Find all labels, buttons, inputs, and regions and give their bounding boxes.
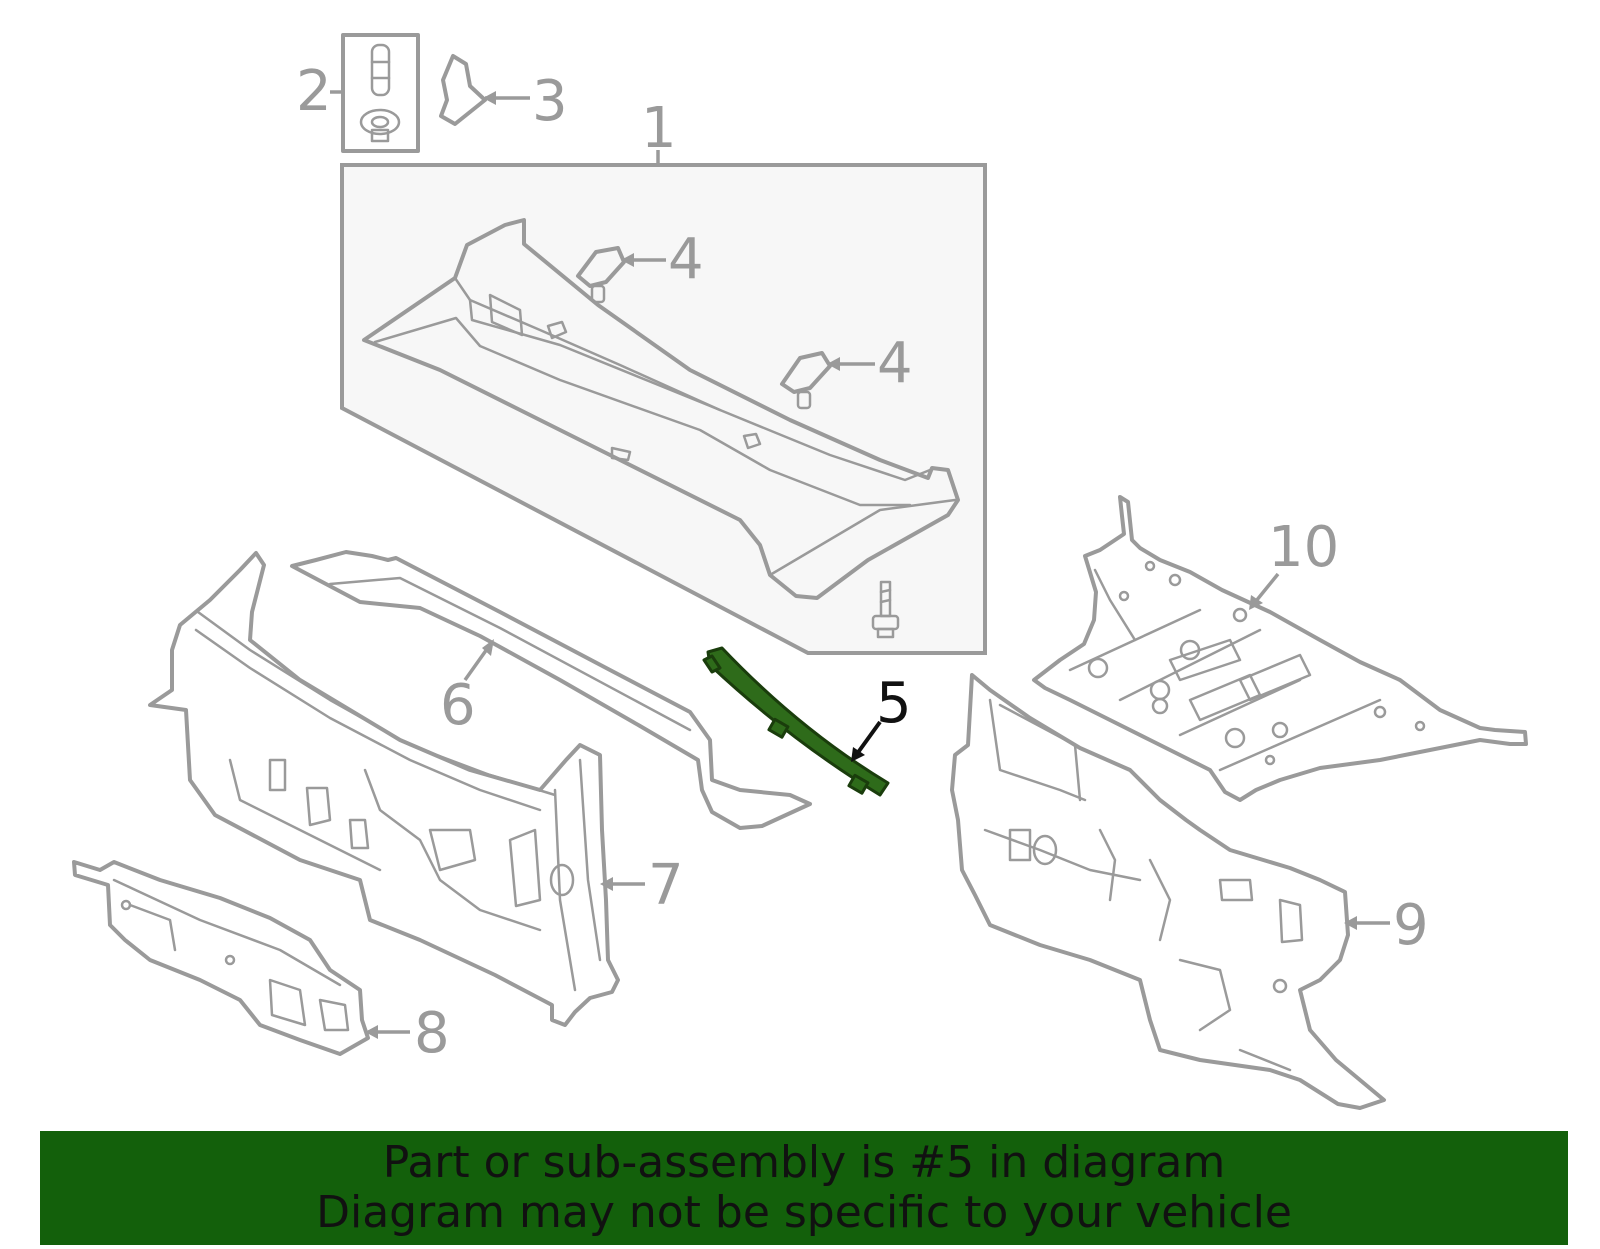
part-4-clip-upper[interactable] — [576, 246, 626, 304]
banner-line-1: Part or sub-assembly is #5 in diagram — [382, 1137, 1226, 1188]
banner-line-2: Diagram may not be specific to your vehi… — [316, 1187, 1292, 1238]
part-2-clip[interactable] — [341, 33, 420, 153]
callout-1: 1 — [641, 96, 677, 161]
part-4-clip-lower[interactable] — [780, 351, 832, 410]
assembly-box-1 — [340, 163, 987, 655]
part-8-insulator[interactable] — [72, 860, 370, 1056]
callout-6: 6 — [440, 673, 476, 738]
part-9-dash-silencer[interactable] — [950, 673, 1386, 1110]
part-5-brace[interactable] — [702, 646, 890, 797]
callout-3: 3 — [532, 69, 568, 134]
part-3-bracket[interactable] — [439, 54, 487, 126]
part-7-dash-panel[interactable] — [148, 551, 620, 1027]
callout-10: 10 — [1268, 515, 1339, 580]
callout-5: 5 — [876, 671, 912, 736]
callout-8: 8 — [414, 1001, 450, 1066]
callout-2: 2 — [296, 59, 332, 124]
bolt[interactable] — [871, 580, 900, 639]
callout-4-upper: 4 — [668, 227, 704, 292]
part-1-cowl-panel[interactable] — [362, 218, 960, 600]
callout-4-lower: 4 — [877, 331, 913, 396]
callout-7: 7 — [648, 853, 684, 918]
part-6-cowl-reinforcement[interactable] — [290, 550, 812, 830]
info-banner: Part or sub-assembly is #5 in diagram Di… — [40, 1131, 1568, 1245]
callout-9: 9 — [1393, 893, 1429, 958]
